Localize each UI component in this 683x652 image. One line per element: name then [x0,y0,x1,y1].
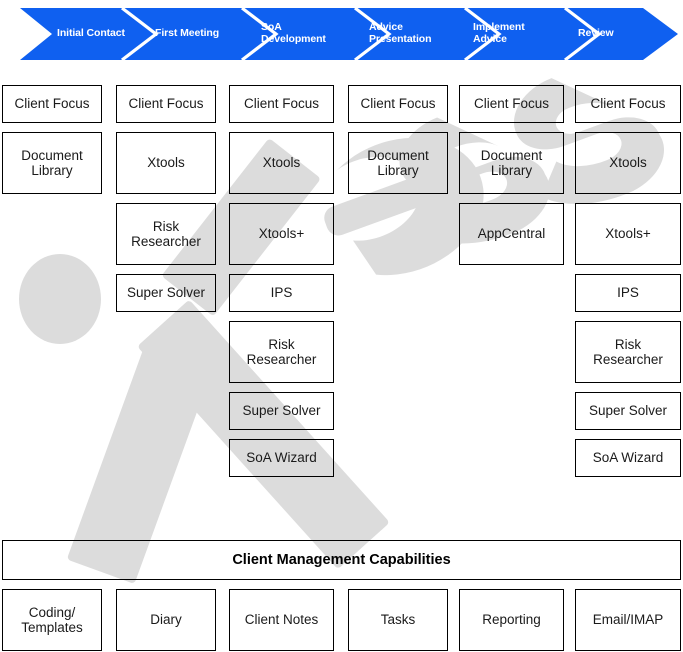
client-management-item-tasks[interactable]: Tasks [348,589,448,651]
capability-box[interactable]: Xtools+ [229,203,334,265]
client-management-item-coding-templates[interactable]: Coding/ Templates [2,589,102,651]
capability-column-review: Client Focus Xtools Xtools+ IPS Risk Res… [575,85,681,486]
capability-box[interactable]: Client Focus [348,85,448,123]
capability-box[interactable]: Risk Researcher [575,321,681,383]
capability-matrix: Client Focus Document Library Client Foc… [2,85,681,486]
stage-label-first-meeting[interactable]: First Meeting [155,27,220,39]
capability-box[interactable]: Xtools+ [575,203,681,265]
capability-box[interactable]: Super Solver [575,392,681,430]
capability-column-implement-advice: Client Focus Document Library AppCentral [459,85,564,274]
client-management-item-reporting[interactable]: Reporting [459,589,564,651]
capability-box[interactable]: Client Focus [229,85,334,123]
capability-box[interactable]: Super Solver [229,392,334,430]
capability-column-advice-presentation: Client Focus Document Library [348,85,448,203]
capability-column-initial-contact: Client Focus Document Library [2,85,102,203]
stage-label-initial-contact[interactable]: Initial Contact [57,27,125,39]
client-management-items: Coding/ Templates Diary Client Notes Tas… [0,589,683,651]
stage-label-soa-development[interactable]: SoA Development [261,21,326,45]
capability-box[interactable]: Risk Researcher [116,203,216,265]
client-management-item-email-imap[interactable]: Email/IMAP [575,589,681,651]
capability-box[interactable]: Client Focus [575,85,681,123]
capability-box[interactable]: Client Focus [459,85,564,123]
stage-label-review[interactable]: Review [578,27,614,39]
capability-box[interactable]: SoA Wizard [575,439,681,477]
capability-box[interactable]: Document Library [459,132,564,194]
capability-box[interactable]: SoA Wizard [229,439,334,477]
process-stage-banner: Initial Contact First Meeting SoA Develo… [0,6,683,62]
capability-box[interactable]: Document Library [348,132,448,194]
client-management-item-client-notes[interactable]: Client Notes [229,589,334,651]
client-management-section: Client Management Capabilities Coding/ T… [0,540,683,651]
capability-box[interactable]: Xtools [116,132,216,194]
capability-column-soa-development: Client Focus Xtools Xtools+ IPS Risk Res… [229,85,334,486]
capability-box[interactable]: Document Library [2,132,102,194]
client-management-item-diary[interactable]: Diary [116,589,216,651]
client-management-title: Client Management Capabilities [2,540,681,580]
capability-box[interactable]: Xtools [575,132,681,194]
stage-label-advice-presentation[interactable]: Advice Presentation [369,21,432,45]
capability-box[interactable]: Xtools [229,132,334,194]
capability-column-first-meeting: Client Focus Xtools Risk Researcher Supe… [116,85,216,321]
stage-label-implement-advice[interactable]: Implement Advice [473,21,525,45]
capability-box[interactable]: AppCentral [459,203,564,265]
capability-box[interactable]: Risk Researcher [229,321,334,383]
capability-box[interactable]: Client Focus [2,85,102,123]
capability-box[interactable]: Super Solver [116,274,216,312]
capability-box[interactable]: IPS [229,274,334,312]
capability-box[interactable]: Client Focus [116,85,216,123]
capability-box[interactable]: IPS [575,274,681,312]
